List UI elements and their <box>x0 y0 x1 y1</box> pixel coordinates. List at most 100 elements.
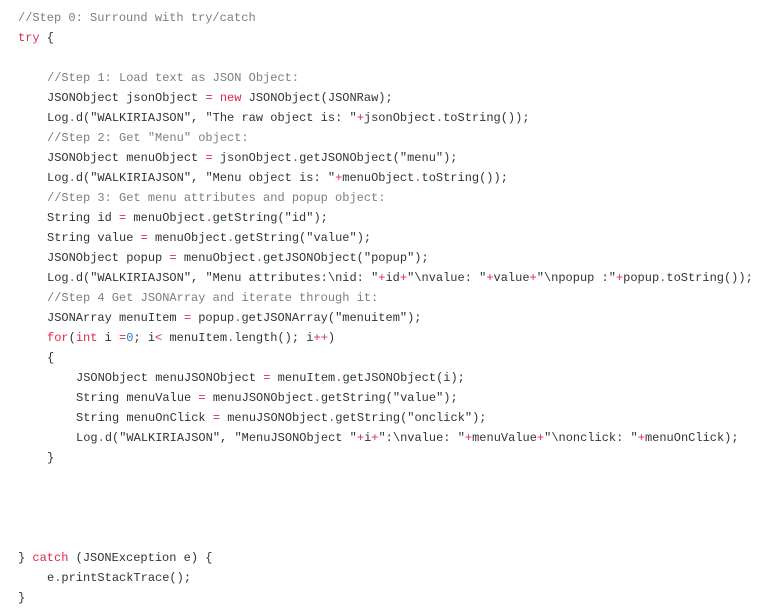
code-text: ; i <box>133 331 156 345</box>
code-line: try { <box>18 28 753 48</box>
code-line <box>18 488 753 508</box>
code-operator: . <box>68 111 76 125</box>
code-text: { <box>47 351 55 365</box>
code-operator: + <box>615 271 624 285</box>
code-operator: . <box>227 231 235 245</box>
code-text: { <box>39 31 55 45</box>
code-text: i <box>97 331 120 345</box>
code-operator: + <box>486 271 494 285</box>
code-operator: + <box>356 111 364 125</box>
code-text: getJSONObject(i); <box>342 371 465 385</box>
code-keyword: try <box>18 31 40 45</box>
code-text: toString()); <box>666 271 753 285</box>
code-text: menuItem <box>162 331 228 345</box>
code-text: String id <box>47 211 120 225</box>
code-line: //Step 4 Get JSONArray and iterate throu… <box>18 288 753 308</box>
code-text: menuJSONObject <box>220 411 329 425</box>
code-text: popup <box>191 311 235 325</box>
code-text: getString( <box>320 391 393 405</box>
code-operator: . <box>54 571 62 585</box>
code-text: ); <box>443 391 458 405</box>
code-operator: . <box>328 411 336 425</box>
code-line: } <box>18 588 753 608</box>
code-line: String menuOnClick = menuJSONObject.getS… <box>18 408 753 428</box>
code-string: "Menu object is: " <box>205 171 336 185</box>
code-text: ) <box>327 331 336 345</box>
code-line: JSONObject menuObject = jsonObject.getJS… <box>18 148 753 168</box>
code-string: "WALKIRIAJSON" <box>119 431 221 445</box>
code-line: Log.d("WALKIRIAJSON", "Menu object is: "… <box>18 168 753 188</box>
code-line <box>18 508 753 528</box>
code-operator: . <box>291 151 300 165</box>
code-line <box>18 528 753 548</box>
code-text: } <box>18 591 26 605</box>
code-keyword: new <box>219 91 242 105</box>
code-text: JSONObject menuJSONObject <box>76 371 264 385</box>
code-line: JSONArray menuItem = popup.getJSONArray(… <box>18 308 753 328</box>
code-text: menuObject <box>126 211 206 225</box>
code-operator: = <box>205 91 213 105</box>
code-line: e.printStackTrace(); <box>18 568 753 588</box>
code-number: 0 <box>126 331 134 345</box>
code-comment: //Step 4 Get JSONArray and iterate throu… <box>47 291 379 305</box>
code-operator: + <box>464 431 473 445</box>
code-text: menuJSONObject <box>205 391 314 405</box>
code-text: Log <box>76 431 98 445</box>
code-text: ); <box>407 311 422 325</box>
code-text: value <box>493 271 530 285</box>
code-text: d( <box>75 271 91 285</box>
code-operator: + <box>371 431 379 445</box>
code-line: } <box>18 448 753 468</box>
code-text: String menuOnClick <box>76 411 213 425</box>
code-text: menuObject <box>176 251 256 265</box>
code-line <box>18 48 753 68</box>
code-text: String menuValue <box>76 391 199 405</box>
code-comment: //Step 1: Load text as JSON Object: <box>47 71 300 85</box>
code-text: i <box>364 431 372 445</box>
code-operator: . <box>435 111 444 125</box>
code-string: "WALKIRIAJSON" <box>90 111 192 125</box>
code-line: //Step 3: Get menu attributes and popup … <box>18 188 753 208</box>
code-text: popup <box>623 271 660 285</box>
code-text: JSONObject(JSONRaw); <box>241 91 393 105</box>
code-text: getString( <box>212 211 285 225</box>
code-operator: = <box>119 211 127 225</box>
code-text: jsonObject <box>363 111 436 125</box>
code-operator: + <box>529 271 537 285</box>
code-line: JSONObject popup = menuObject.getJSONObj… <box>18 248 753 268</box>
code-text: e <box>47 571 55 585</box>
code-operator: + <box>536 431 545 445</box>
code-operator: . <box>227 331 235 345</box>
code-operator: . <box>335 371 343 385</box>
code-string: "menuitem" <box>335 311 408 325</box>
code-text: JSONObject popup <box>47 251 170 265</box>
code-string: "id" <box>284 211 314 225</box>
code-string: "value" <box>392 391 444 405</box>
code-string: ":\nvalue: " <box>378 431 465 445</box>
code-text: menuObject <box>147 231 228 245</box>
code-operator: . <box>255 251 264 265</box>
code-text: menuObject <box>342 171 415 185</box>
code-text: Log <box>47 271 69 285</box>
code-operator: . <box>313 391 321 405</box>
code-line: //Step 2: Get "Menu" object: <box>18 128 753 148</box>
code-text: } <box>47 451 55 465</box>
code-text: ); <box>414 251 429 265</box>
code-string: "\nonclick: " <box>544 431 638 445</box>
code-text: , <box>191 171 206 185</box>
code-line: JSONObject menuJSONObject = menuItem.get… <box>18 368 753 388</box>
code-text: ); <box>443 151 458 165</box>
code-line: String value = menuObject.getString("val… <box>18 228 753 248</box>
code-operator: = <box>119 331 127 345</box>
code-operator: + <box>313 331 321 345</box>
code-line: //Step 0: Surround with try/catch <box>18 8 753 28</box>
code-line: } catch (JSONException e) { <box>18 548 753 568</box>
code-operator: + <box>399 271 408 285</box>
code-text: , <box>220 431 235 445</box>
code-text: JSONObject jsonObject <box>47 91 206 105</box>
code-text <box>213 91 220 105</box>
code-text: printStackTrace(); <box>61 571 192 585</box>
code-line: { <box>18 348 753 368</box>
code-line <box>18 468 753 488</box>
